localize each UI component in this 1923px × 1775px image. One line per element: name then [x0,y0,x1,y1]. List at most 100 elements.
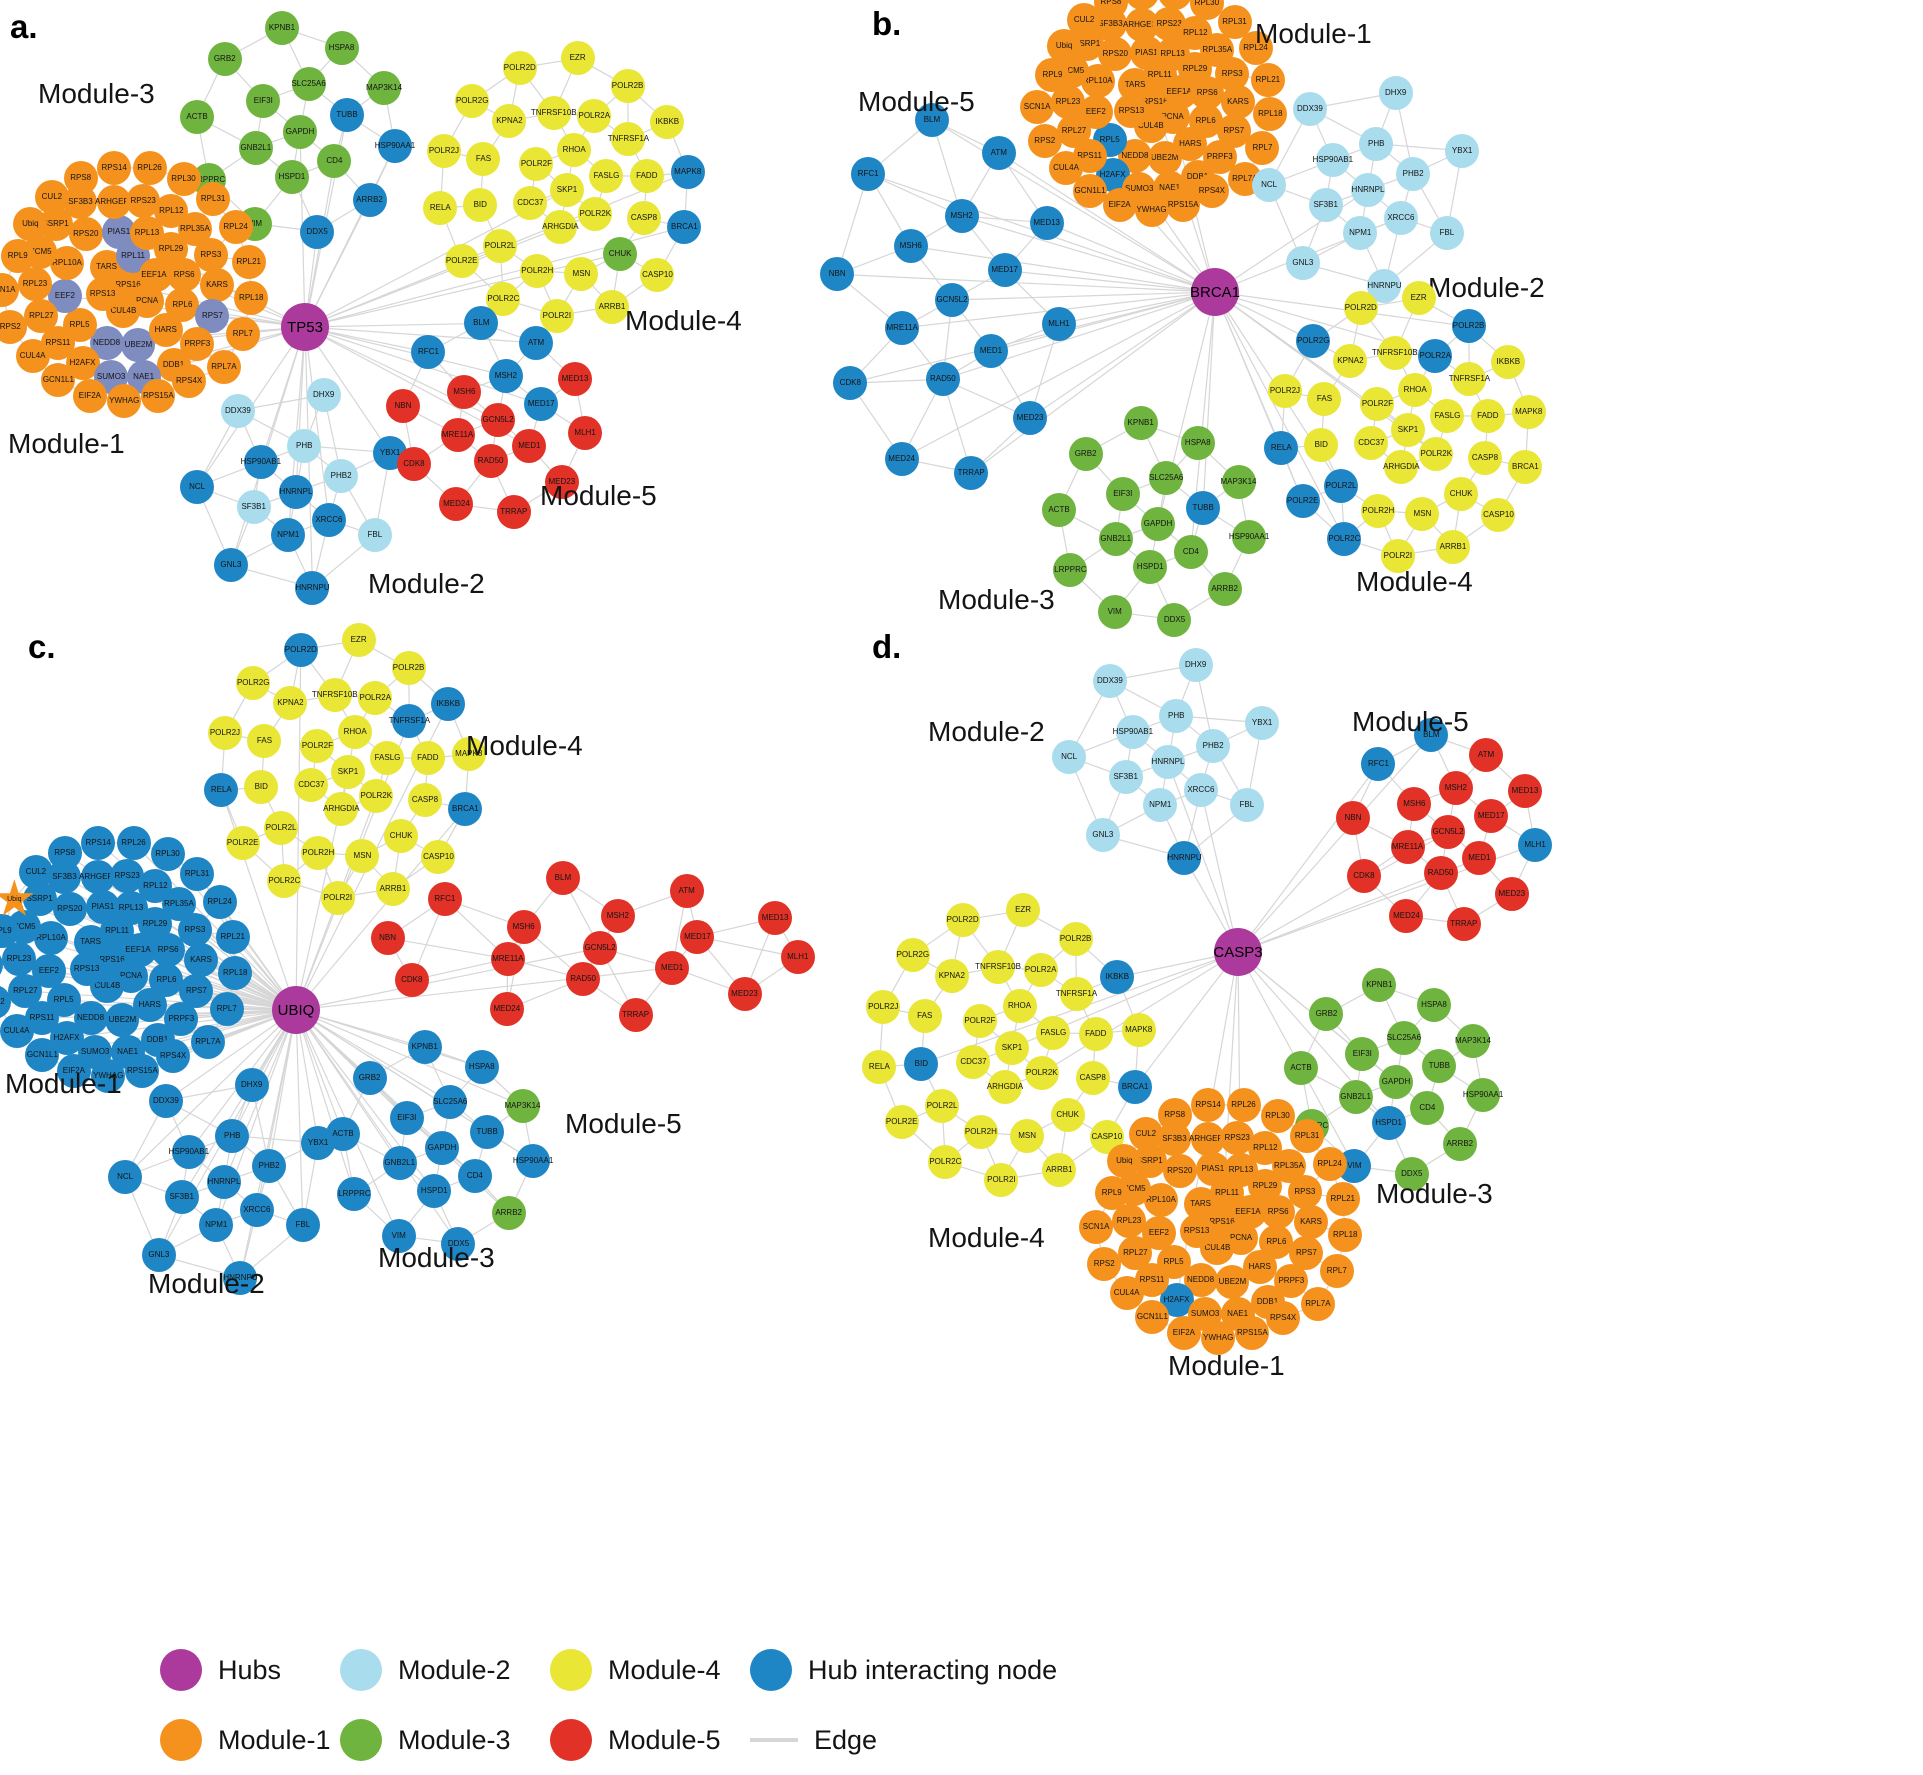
node-polr2j: POLR2J [207,716,242,751]
node-kpnb1: KPNB1 [1362,968,1397,1003]
node-rpl9: RPL9 [0,239,35,274]
node-eif2a: EIF2A [72,378,107,413]
module-label-c-module-1: Module-1 [5,1068,122,1099]
node-med17: MED17 [1474,799,1509,834]
node-polr2i: POLR2I [539,298,574,333]
node-rela: RELA [862,1050,897,1085]
node-msh2: MSH2 [1438,770,1473,805]
node-phb: PHB [1359,126,1394,161]
node-msh6: MSH6 [1397,786,1432,821]
node-med24: MED24 [439,487,474,522]
node-hsp90aa1: HSP90AA1 [1463,1077,1503,1112]
node-eif3i: EIF3I [389,1101,424,1136]
node-lrpprc: LRPPRC [337,1177,372,1212]
node-rps4x: RPS4X [1194,174,1229,209]
node-polr2g: POLR2G [455,84,490,119]
node-actb: ACTB [1283,1051,1318,1086]
node-mlh1: MLH1 [1041,306,1076,341]
node-kars: KARS [1293,1205,1328,1240]
node-rpl7: RPL7 [1319,1254,1354,1289]
node-polr2l: POLR2L [925,1089,960,1124]
node-chuk: CHUK [1444,476,1479,511]
node-rps8: RPS8 [63,160,98,195]
node-cd4: CD4 [1173,534,1208,569]
module-label-c-module-5: Module-5 [565,1108,682,1139]
node-rpl23: RPL23 [1112,1204,1146,1239]
node-arrb2: ARRB2 [491,1195,526,1230]
node-swatch [160,1719,202,1761]
node-med24: MED24 [489,992,524,1027]
node-eif2a: EIF2A [1102,188,1137,223]
node-nbn: NBN [370,921,405,956]
node-med17: MED17 [524,387,559,422]
node-mre11a: MRE11A [1390,829,1425,864]
node-kpna2: KPNA2 [273,685,308,720]
node-med17: MED17 [987,253,1022,288]
node-hspd1: HSPD1 [417,1174,452,1209]
node-med23: MED23 [544,465,579,500]
node-fbl: FBL [1229,788,1264,823]
node-ywhag: YWHAG [1134,192,1169,227]
node-polr2b: POLR2B [1058,922,1093,957]
node-tnfrsf10b: TNFRSF10B [975,950,1021,985]
node-ybx1: YBX1 [1445,133,1480,168]
node-brca1: BRCA1 [1118,1069,1153,1104]
node-eif2a: EIF2A [56,1053,91,1088]
node-arhgef4: ARHGEF4 [95,185,133,220]
node-gapdh: GAPDH [1379,1065,1413,1099]
node-hsp90ab1: HSP90AB1 [1113,715,1153,750]
node-polr2d: POLR2D [1343,290,1378,325]
node-gcn1l1: GCN1L1 [1135,1300,1170,1335]
legend-item-module-4: Module-4 [550,1648,721,1692]
node-rpl7a: RPL7A [190,1024,225,1059]
node-ncl: NCL [108,1159,143,1194]
node-mapk8: MAPK8 [1511,395,1546,430]
node-hsp90ab1: HSP90AB1 [241,445,281,480]
node-xrcc6: XRCC6 [1383,200,1418,235]
node-npm1: NPM1 [199,1208,234,1243]
node-rps20: RPS20 [68,217,103,252]
node-rad50: RAD50 [566,961,601,996]
node-ubiq: Ubiq [1107,1144,1142,1179]
node-map3k14: MAP3K14 [1220,464,1257,499]
node-tnfrsf1a: TNFRSF1A [389,703,430,738]
node-ywhag: YWHAG [91,1058,126,1093]
node-dhx9: DHX9 [306,377,341,412]
module-label-b-module-2: Module-2 [1428,272,1545,303]
node-ddx39: DDX39 [1292,91,1327,126]
module-label-d-module-2: Module-2 [928,716,1045,747]
node-rpl31: RPL31 [180,857,215,891]
node-polr2k: POLR2K [1024,1056,1059,1091]
node-polr2f: POLR2F [962,1003,997,1038]
node-cul2: CUL2 [1128,1117,1163,1152]
node-rps3: RPS3 [1287,1175,1322,1210]
node-polr2b: POLR2B [610,69,645,104]
node-polr2h: POLR2H [520,253,555,288]
node-rpl21: RPL21 [215,919,250,954]
node-hsp90aa1: HSP90AA1 [1229,520,1269,555]
node-rpl26: RPL26 [132,150,167,185]
node-fadd: FADD [410,741,445,776]
node-mlh1: MLH1 [568,415,603,450]
node-hspa8: HSPA8 [464,1050,499,1085]
node-skp1: SKP1 [331,755,365,789]
node-swatch [750,1649,792,1691]
node-rhoa: RHOA [557,132,592,167]
node-bid: BID [244,769,279,804]
node-cd4: CD4 [457,1158,492,1193]
node-gnb2l1: GNB2L1 [1098,522,1133,557]
node-kpnb1: KPNB1 [407,1030,442,1065]
node-med23: MED23 [727,976,762,1011]
node-hars: HARS [148,313,183,348]
node-msh2: MSH2 [944,199,979,234]
node-rpl23: RPL23 [18,267,52,302]
node-tnfrsf10b: TNFRSF10B [1372,336,1418,371]
node-rpl27: RPL27 [24,298,59,333]
node-arhgdia: ARHGDIA [323,792,360,827]
node-rps8: RPS8 [1157,1097,1192,1132]
node-rpl18: RPL18 [1328,1218,1363,1253]
node-blm: BLM [1414,718,1449,753]
legend-item-hub-interacting-node: Hub interacting node [750,1648,1057,1692]
module-label-d-module-3: Module-3 [1376,1178,1493,1209]
node-polr2d: POLR2D [283,632,318,667]
